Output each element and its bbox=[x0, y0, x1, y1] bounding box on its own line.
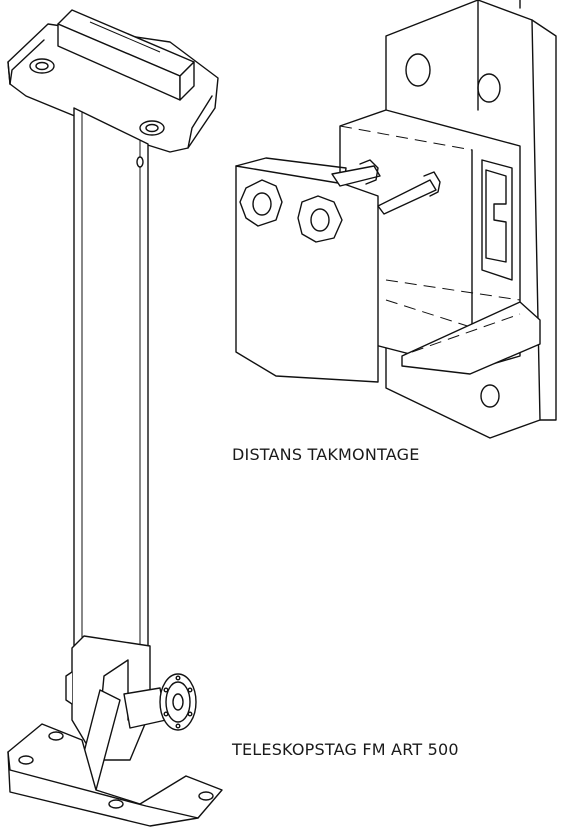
telescopic-rod-illustration bbox=[7, 9, 223, 827]
base-plate bbox=[7, 723, 223, 827]
knob-right bbox=[297, 195, 343, 243]
distance-ceiling-mount-label: DISTANS TAKMONTAGE bbox=[232, 445, 420, 464]
tube bbox=[73, 107, 149, 661]
threaded-rods bbox=[331, 159, 441, 215]
side-flange bbox=[123, 673, 197, 731]
telescopic-rod-label: TELESKOPSTAG FM ART 500 bbox=[232, 740, 459, 759]
knob-left bbox=[239, 179, 283, 227]
lower-joint bbox=[65, 635, 151, 791]
top-bar bbox=[57, 9, 195, 101]
ceiling-bracket-illustration bbox=[235, 0, 557, 439]
